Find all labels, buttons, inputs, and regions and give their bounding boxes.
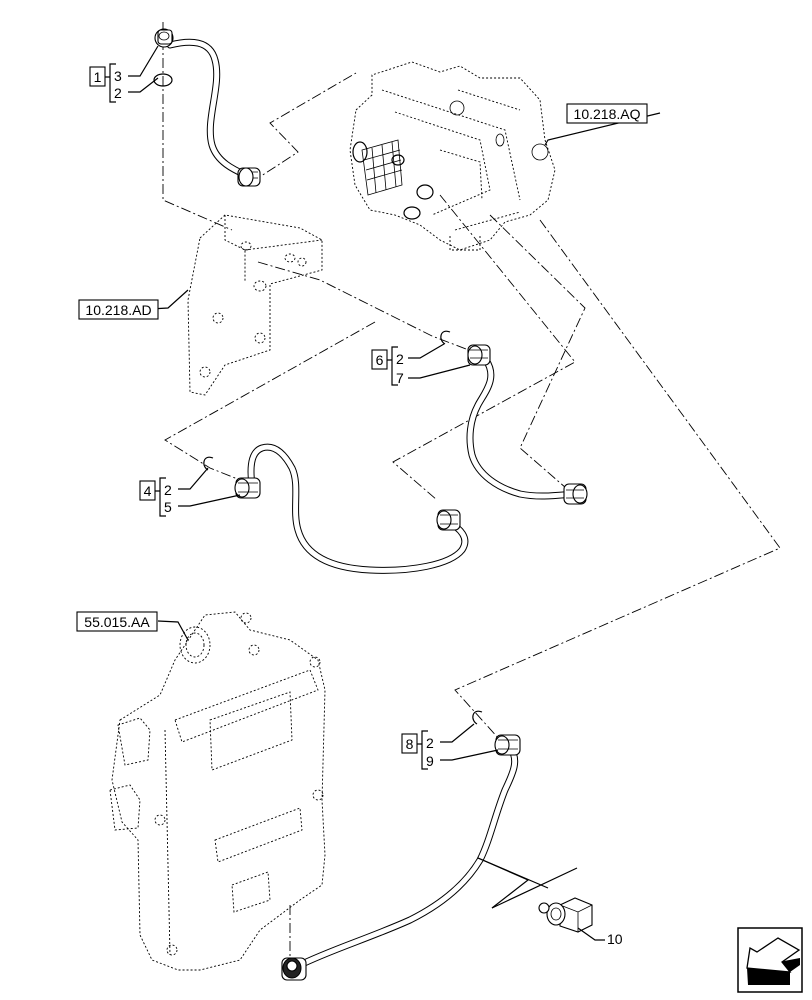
callout-group-1[interactable]: 1 3 2 [89,63,122,103]
callout-item-number: 3 [114,68,122,84]
callout-group-number: 1 [94,69,102,85]
callout-item-number: 7 [396,370,404,386]
callout-item-10[interactable]: 10 [607,931,623,947]
callout-item-number: 2 [164,482,172,498]
assembly-lines [162,22,781,960]
reference-label: 10.218.AD [85,302,151,318]
injector-pipe-top [154,28,261,187]
callout-item-number: 5 [164,499,172,515]
reference-label: 10.218.AQ [574,106,641,122]
o-ring [153,73,173,87]
front-left-arrow-icon [737,927,803,993]
callout-group-6[interactable]: 6 2 7 [371,346,404,386]
reference-10-218-ad[interactable]: 10.218.AD [78,299,159,320]
callout-item-number: 2 [396,351,404,367]
callout-item-number: 2 [114,85,122,101]
callout-item-number: 2 [426,735,434,751]
pipe-fitting [154,28,174,48]
callout-group-number: 6 [376,352,384,368]
circlip [440,330,451,345]
mounting-bracket [187,214,323,396]
injector-pipe-4 [234,443,469,574]
section-break [477,857,578,909]
callout-group-number: 4 [144,483,152,499]
callout-group-number: 8 [406,736,414,752]
injector-pipe-6 [466,344,588,505]
callout-group-8[interactable]: 8 2 9 [401,730,434,770]
reference-label: 55.015.AA [84,614,150,630]
callout-group-4[interactable]: 4 2 5 [139,477,172,517]
injection-pump [349,61,556,251]
ecu-module [109,611,326,971]
circlip [472,710,483,725]
connector-part-10 [538,897,593,933]
pipe-connector [237,167,261,187]
reference-10-218-aq[interactable]: 10.218.AQ [566,103,648,124]
reference-55-015-aa[interactable]: 55.015.AA [76,611,158,632]
injector-pipe-8 [281,734,521,981]
callout-item-number: 9 [426,753,434,769]
circlip [203,456,214,471]
